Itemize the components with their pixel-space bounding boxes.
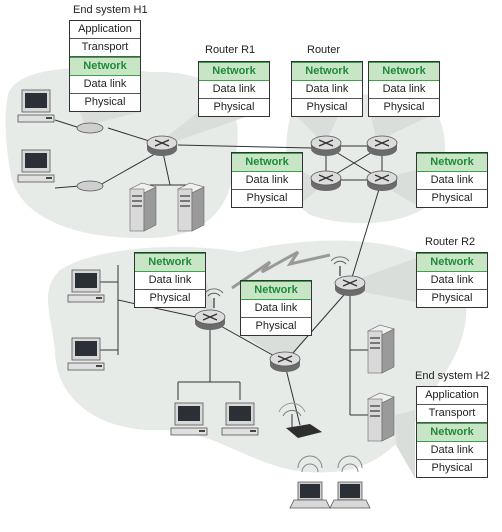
router-icon	[194, 309, 226, 331]
links	[54, 119, 383, 426]
end-system-h2-label: End system H2	[415, 370, 490, 382]
layer-physical: Physical	[417, 460, 487, 477]
router-icon	[366, 135, 398, 157]
server-icon	[367, 324, 395, 374]
laptop-icon	[289, 481, 331, 509]
layer-data-link: Data link	[135, 272, 205, 290]
layer-data-link: Data link	[417, 442, 487, 460]
router-r2-label: Router R2	[425, 236, 476, 248]
stack-router-r1: Network Data link Physical	[198, 61, 270, 117]
stack-router-bottom-left: Network Data link Physical	[231, 152, 303, 208]
pc-icon	[67, 269, 105, 303]
callout-r3-right	[370, 112, 438, 138]
router-icon	[310, 170, 342, 192]
pc-icon	[67, 337, 105, 371]
stack-router-r2: Network Data link Physical	[416, 252, 488, 308]
layer-network: Network	[70, 57, 140, 76]
callout-r1	[160, 112, 260, 144]
layer-physical: Physical	[232, 190, 302, 207]
wifi-signal-icon	[297, 455, 363, 473]
layer-data-link: Data link	[199, 81, 269, 99]
stack-router-top-left: Network Data link Physical	[291, 61, 363, 117]
pc-icon	[17, 89, 55, 123]
layer-network: Network	[135, 253, 205, 272]
server-icon	[367, 392, 395, 442]
layer-data-link: Data link	[70, 76, 140, 94]
pc-icon	[170, 402, 208, 436]
layer-application: Application	[70, 21, 140, 39]
wireless-link	[231, 250, 331, 290]
layer-physical: Physical	[417, 290, 487, 307]
stack-end-system-h2: Application Transport Network Data link …	[416, 386, 488, 478]
router-label: Router	[307, 44, 341, 56]
pc-icon	[17, 149, 55, 183]
callout-r2	[350, 258, 416, 302]
layer-network: Network	[369, 62, 439, 81]
layer-transport: Transport	[417, 405, 487, 423]
stack-router-bottom-right: Network Data link Physical	[416, 152, 488, 208]
layer-network: Network	[232, 153, 302, 172]
pc-icon	[221, 402, 259, 436]
laptop-icon	[329, 481, 371, 509]
layer-physical: Physical	[135, 290, 205, 307]
stack-end-system-h1: Application Transport Network Data link …	[69, 20, 141, 112]
layer-network: Network	[241, 281, 311, 300]
layer-network: Network	[417, 253, 487, 272]
router-icon	[269, 351, 301, 373]
server-icon	[177, 182, 205, 232]
layer-physical: Physical	[292, 99, 362, 116]
router-r1-icon	[146, 135, 178, 157]
layer-physical: Physical	[70, 94, 140, 111]
server-icon	[129, 182, 157, 232]
layer-data-link: Data link	[417, 172, 487, 190]
layer-physical: Physical	[241, 318, 311, 335]
end-system-h1-label: End system H1	[73, 4, 148, 16]
layer-data-link: Data link	[241, 300, 311, 318]
layer-data-link: Data link	[417, 272, 487, 290]
callout-r5	[300, 170, 323, 205]
layer-network: Network	[292, 62, 362, 81]
stack-router-top-right: Network Data link Physical	[368, 61, 440, 117]
layer-data-link: Data link	[369, 81, 439, 99]
layer-transport: Transport	[70, 39, 140, 57]
router-r1-label: Router R1	[205, 44, 256, 56]
layer-physical: Physical	[369, 99, 439, 116]
router-icon	[310, 135, 342, 157]
layer-network: Network	[417, 423, 487, 442]
router-icon	[366, 170, 398, 192]
layer-application: Application	[417, 387, 487, 405]
stack-router-enterprise-left: Network Data link Physical	[134, 252, 206, 308]
layer-physical: Physical	[199, 99, 269, 116]
router-r2-icon	[334, 275, 366, 297]
layer-network: Network	[199, 62, 269, 81]
layer-data-link: Data link	[232, 172, 302, 190]
layer-physical: Physical	[417, 190, 487, 207]
layer-data-link: Data link	[292, 81, 362, 99]
callout-h2	[395, 410, 415, 478]
modem-icon	[76, 122, 104, 192]
callout-r3-left	[293, 112, 340, 140]
stack-router-enterprise-center: Network Data link Physical	[240, 280, 312, 336]
layer-network: Network	[417, 153, 487, 172]
access-point-icon	[278, 402, 322, 438]
